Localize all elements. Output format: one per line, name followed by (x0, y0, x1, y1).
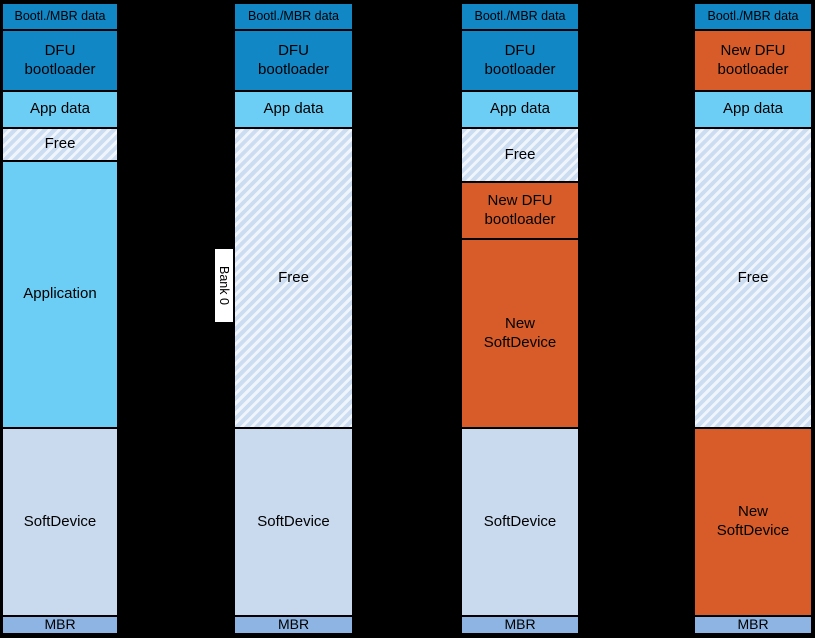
segment-new-softdevice: New SoftDevice (462, 240, 578, 427)
segment-softdevice: SoftDevice (235, 429, 352, 615)
memory-column-new-firmware-active: Bootl./MBR data New DFU bootloader App d… (693, 2, 813, 635)
segment-app-data: App data (3, 92, 117, 127)
segment-application: Application (3, 162, 117, 427)
segment-new-dfu-bootloader: New DFU bootloader (462, 183, 578, 238)
segment-app-data: App data (235, 92, 352, 127)
segment-mbr: MBR (235, 616, 352, 633)
segment-app-data: App data (695, 92, 811, 127)
segment-free: Free (695, 129, 811, 427)
memory-column-new-firmware-staged: Bootl./MBR data DFU bootloader App data … (460, 2, 580, 635)
segment-mbr: MBR (695, 616, 811, 633)
segment-bootl-mbr-data: Bootl./MBR data (235, 4, 352, 29)
segment-app-data: App data (462, 92, 578, 127)
segment-new-dfu-bootloader: New DFU bootloader (695, 31, 811, 90)
memory-column-initial: Bootl./MBR data DFU bootloader App data … (1, 2, 119, 635)
memory-column-bank0-free: Bootl./MBR data DFU bootloader App data … (233, 2, 354, 635)
segment-mbr: MBR (3, 616, 117, 633)
segment-bootl-mbr-data: Bootl./MBR data (3, 4, 117, 29)
segment-free: Free (3, 129, 117, 160)
segment-mbr: MBR (462, 616, 578, 633)
segment-new-softdevice: New SoftDevice (695, 429, 811, 615)
segment-bootl-mbr-data: Bootl./MBR data (462, 4, 578, 29)
segment-dfu-bootloader: DFU bootloader (3, 31, 117, 90)
segment-softdevice: SoftDevice (462, 429, 578, 615)
segment-dfu-bootloader: DFU bootloader (462, 31, 578, 90)
segment-bootl-mbr-data: Bootl./MBR data (695, 4, 811, 29)
segment-softdevice: SoftDevice (3, 429, 117, 615)
segment-dfu-bootloader: DFU bootloader (235, 31, 352, 90)
bank0-label: Bank 0 (215, 249, 233, 322)
segment-free: Free (235, 129, 352, 427)
segment-free: Free (462, 129, 578, 181)
